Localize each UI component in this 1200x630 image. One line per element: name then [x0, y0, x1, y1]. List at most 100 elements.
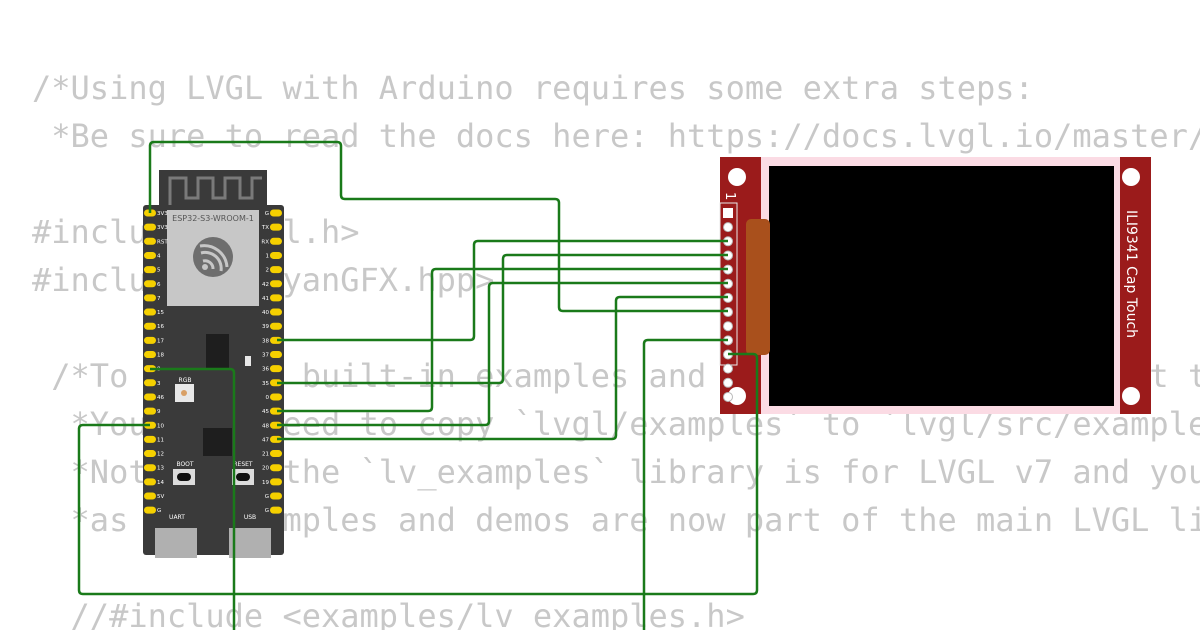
esp32-pin-label: 17: [157, 338, 164, 344]
display-pin[interactable]: [723, 377, 733, 388]
esp32-pin-label: 41: [262, 296, 269, 302]
esp32-pin-right[interactable]: [270, 209, 282, 217]
wire[interactable]: [277, 253, 728, 385]
wire[interactable]: [148, 140, 728, 313]
display-pin[interactable]: [723, 391, 733, 402]
esp32-pin-label: 13: [157, 466, 164, 472]
esp32-pin-label: 19: [262, 480, 269, 486]
esp32-pin-label: 45: [262, 409, 269, 415]
esp32-pin-left[interactable]: [144, 492, 156, 500]
esp32-pin-label: 38: [262, 338, 269, 344]
esp32-pin-label: 4: [157, 253, 161, 259]
esp32-pin-right[interactable]: [270, 393, 282, 401]
wire[interactable]: [277, 239, 728, 342]
esp32-pin-label: 1: [266, 253, 270, 259]
esp32-pin-label: 47: [262, 437, 269, 443]
display-pin[interactable]: [723, 321, 733, 332]
esp32-pin-label: 0: [266, 395, 270, 401]
wire[interactable]: [150, 367, 236, 630]
esp32-pin-label: RX: [261, 239, 269, 245]
esp32-pin-right[interactable]: [270, 294, 282, 302]
esp32-pin-left[interactable]: [144, 351, 156, 358]
display-pin[interactable]: [723, 363, 733, 374]
esp32-pin-label: G: [265, 494, 269, 500]
boot-label: BOOT: [176, 461, 193, 468]
esp32-pin-right[interactable]: [270, 492, 282, 500]
usb-port[interactable]: [229, 528, 271, 558]
esp32-pin-right[interactable]: [270, 464, 282, 472]
wire[interactable]: [277, 267, 728, 413]
esp32-pin-label: 6: [157, 282, 161, 288]
esp32-pin-right[interactable]: [270, 336, 282, 344]
esp32-pin-right[interactable]: [270, 223, 282, 231]
esp32-pin-label: 36: [262, 367, 269, 373]
esp32-module-label: ESP32-S3-WROOM-1: [172, 214, 254, 223]
esp32-pin-label: 35: [262, 381, 269, 387]
esp32-pin-right[interactable]: [270, 421, 282, 429]
esp32-board[interactable]: ESP32-S3-WROOM-1 RGB BOOT RESET UART USB…: [143, 170, 284, 558]
esp32-pin-label: G: [265, 211, 269, 217]
esp32-pin-label: 2: [266, 268, 270, 274]
lcd-screen: [769, 166, 1114, 406]
esp32-chip-upper: [206, 334, 229, 368]
esp32-pin-left[interactable]: [144, 322, 156, 330]
esp32-pin-left[interactable]: [144, 506, 156, 514]
esp32-pin-left[interactable]: [144, 407, 156, 415]
wire[interactable]: [77, 352, 759, 596]
reset-label: RESET: [233, 461, 253, 468]
uart-usb-port[interactable]: [155, 528, 197, 558]
esp32-pin-left[interactable]: [144, 294, 156, 302]
esp32-pin-right[interactable]: [270, 478, 282, 486]
esp32-pin-right[interactable]: [270, 450, 282, 458]
esp32-pin-left[interactable]: [144, 393, 156, 401]
esp32-pin-label: 3V3: [157, 225, 168, 231]
esp32-pin-right[interactable]: [270, 365, 282, 373]
display-pin-headers: [723, 208, 733, 402]
esp32-pin-left[interactable]: [144, 308, 156, 316]
esp32-pin-left[interactable]: [144, 450, 156, 458]
esp32-pin-right[interactable]: [270, 280, 282, 288]
esp32-pin-left[interactable]: [144, 379, 156, 387]
wire[interactable]: [277, 281, 728, 427]
esp32-pin-right[interactable]: [270, 506, 282, 514]
esp32-pin-right[interactable]: [270, 322, 282, 330]
esp32-pin-right[interactable]: [270, 308, 282, 316]
esp32-pin-left[interactable]: [144, 435, 156, 443]
esp32-pin-label: 10: [157, 423, 164, 429]
wire[interactable]: [277, 295, 728, 441]
esp32-pin-label: 5V: [157, 494, 164, 500]
esp32-pin-left[interactable]: [144, 280, 156, 288]
esp32-pin-label: 15: [157, 310, 164, 316]
esp32-chip-lower: [203, 428, 232, 456]
esp32-pin-right[interactable]: [270, 237, 282, 245]
esp32-pin-label: 20: [262, 466, 269, 472]
led-indicator: [245, 356, 251, 366]
esp32-pin-right[interactable]: [270, 379, 282, 387]
esp32-pin-right[interactable]: [270, 266, 282, 274]
mount-hole: [728, 168, 746, 186]
display-pin[interactable]: [723, 222, 733, 233]
esp32-pin-left[interactable]: [144, 251, 156, 259]
wire[interactable]: [642, 338, 728, 630]
usb-label: USB: [244, 514, 256, 521]
esp32-pin-left[interactable]: [144, 478, 156, 486]
mount-hole: [1122, 387, 1140, 405]
esp32-pin-left[interactable]: [144, 336, 156, 344]
rgb-label: RGB: [179, 377, 192, 384]
esp32-pin-left[interactable]: [144, 266, 156, 274]
esp32-pin-left[interactable]: [144, 464, 156, 472]
esp32-pin-headers: 3V33V3RST4567151617188346910111213145VGG…: [144, 209, 282, 514]
esp32-pin-label: 39: [262, 324, 269, 330]
esp32-pin-left[interactable]: [144, 237, 156, 245]
esp32-pin-left[interactable]: [144, 223, 156, 231]
antenna-trace: [168, 176, 262, 205]
boot-button-cap: [177, 473, 191, 481]
esp32-pin-right[interactable]: [270, 251, 282, 259]
esp32-pin-right[interactable]: [270, 351, 282, 358]
display-pin[interactable]: [723, 208, 733, 218]
esp32-pin-label: RST: [157, 239, 168, 245]
ili9341-display[interactable]: ILI9341 Cap Touch 1: [719, 157, 1151, 414]
esp32-pin-label: 3V3: [157, 211, 168, 217]
esp32-pin-right[interactable]: [270, 407, 282, 415]
esp32-pin-right[interactable]: [270, 435, 282, 443]
